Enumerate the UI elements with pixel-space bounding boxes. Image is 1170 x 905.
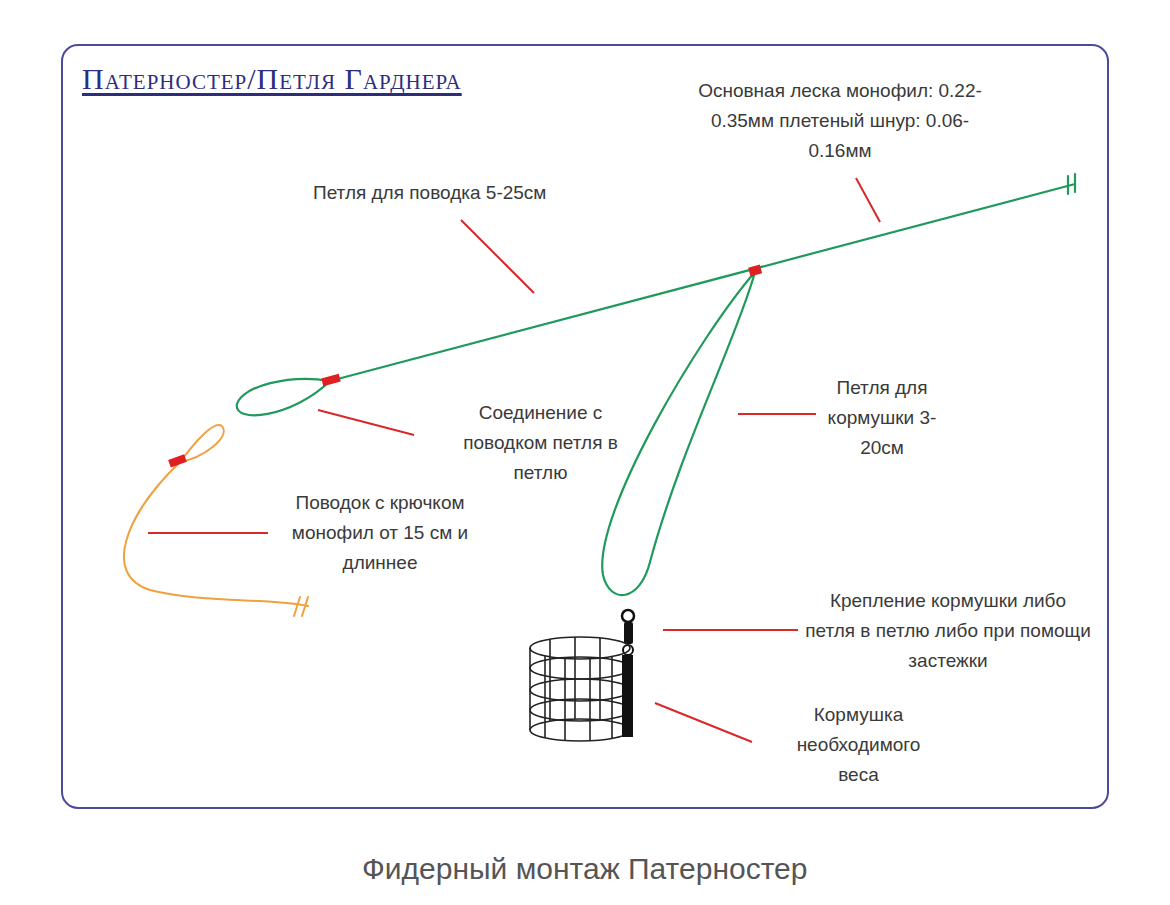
junction-knot [321, 374, 340, 386]
leader-line [318, 410, 414, 435]
callout-label: Кормушка необходимого веса [776, 700, 941, 790]
feeder-weight [622, 655, 633, 737]
swivel [622, 610, 634, 622]
leader-line [148, 532, 268, 534]
hook-mark [294, 597, 308, 616]
callout-label: Петля для кормушки 3-20см [822, 373, 942, 463]
hooklength-loop [180, 425, 224, 462]
line-end-mark [1068, 174, 1075, 194]
callout-label: Основная леска монофил: 0.22-0.35мм плет… [685, 76, 995, 166]
callout-label: Крепление кормушки либо петля в петлю ли… [803, 586, 1093, 676]
leader-line [461, 220, 534, 293]
leader-line [655, 703, 752, 742]
callout-label: Петля для поводка 5-25см [313, 178, 546, 208]
leader-line [856, 178, 880, 222]
feeder-loop [602, 272, 755, 595]
leader-line [738, 413, 816, 415]
main-line [330, 184, 1075, 381]
junction-knot [168, 454, 187, 467]
feeder [530, 610, 634, 741]
callout-label: Поводок с крючком монофил от 15 см и дли… [280, 488, 480, 578]
frame [62, 45, 1108, 808]
swivel-body [624, 622, 633, 644]
diagram-caption: Фидерный монтаж Патерностер [362, 852, 807, 886]
hooklength [124, 462, 308, 606]
diagram-title: Патерностер/Петля Гарднера [82, 62, 462, 96]
leader-loop [237, 379, 330, 415]
junction-knot [748, 265, 762, 277]
leader-line [663, 629, 798, 631]
callout-label: Соединение с поводком петля в петлю [448, 398, 633, 488]
